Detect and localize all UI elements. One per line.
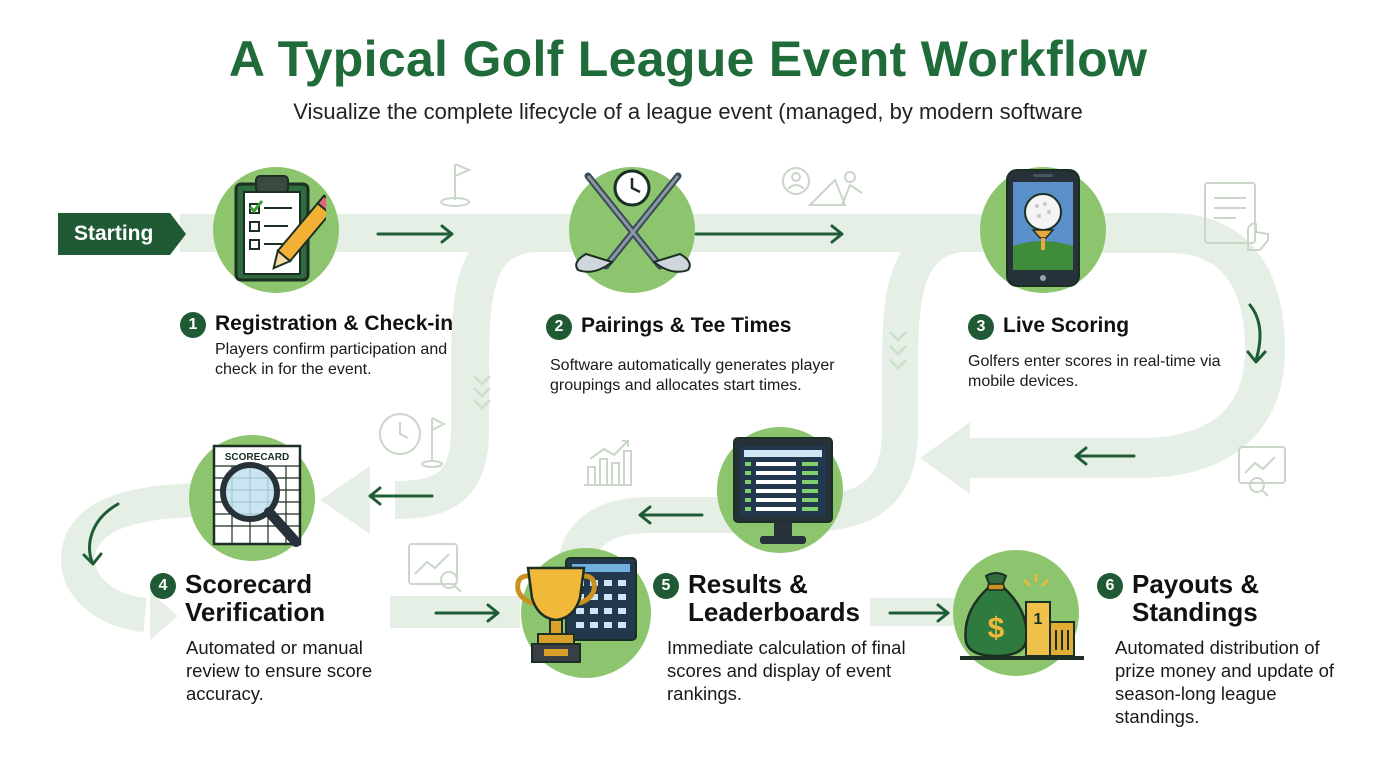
leaderboard-monitor-icon (733, 437, 833, 544)
step-5-header: 5 Results & Leaderboards (653, 570, 888, 626)
step-6-header: 6 Payouts & Standings (1097, 570, 1282, 626)
step-3-title: Live Scoring (1003, 314, 1130, 337)
step-1-badge: 1 (180, 312, 206, 338)
step-6-title: Payouts & Standings (1132, 569, 1260, 627)
money-bag-podium-icon: $ 1 (960, 572, 1084, 660)
start-label: Starting (74, 222, 154, 245)
scorecard-label: SCORECARD (225, 452, 289, 463)
step-1-title: Registration & Check-in (215, 312, 454, 335)
step-4-header: 4 Scorecard Verification (150, 570, 355, 626)
step-3-header: 3 Live Scoring (968, 313, 1129, 340)
scorecard-magnifier-icon: SCORECARD (212, 444, 302, 547)
bar-chart-watermark-icon (584, 440, 632, 486)
crossed-clubs-clock-icon (575, 169, 691, 273)
monitor-search-watermark-icon (1238, 446, 1286, 497)
step-3-description: Golfers enter scores in real-time via mo… (968, 353, 1221, 390)
smartphone-golf-ball-icon (1006, 169, 1080, 287)
svg-text:1: 1 (1034, 611, 1043, 628)
step-2-title: Pairings & Tee Times (581, 314, 792, 337)
step-4-description: Automated or manual review to ensure sco… (186, 637, 373, 704)
direction-arrows (82, 224, 1267, 623)
step-2-description: Software automatically generates player … (550, 357, 835, 394)
step-5-title: Results & Leaderboards (688, 569, 860, 627)
document-tap-watermark-icon (1204, 182, 1269, 251)
step-4-badge: 4 (150, 573, 176, 599)
step-5-badge: 5 (653, 573, 679, 599)
start-pill-shape (58, 213, 186, 255)
chevron-marks (472, 330, 908, 411)
step-2-badge: 2 (546, 314, 572, 340)
step-2-header: 2 Pairings & Tee Times (546, 313, 791, 340)
players-watermark-icon (782, 167, 863, 206)
step-1-header: 1 Registration & Check-in (180, 311, 453, 338)
step-5-description: Immediate calculation of final scores an… (667, 637, 906, 704)
analytics-watermark-icon (408, 543, 462, 593)
path-arrowheads (150, 422, 970, 640)
step-4-title: Scorecard Verification (185, 569, 326, 627)
trophy-leaderboard-icon (515, 557, 637, 663)
step-1-description: Players confirm participation and check … (215, 341, 448, 378)
start-pill: Starting (58, 213, 184, 255)
flag-watermark-icon (440, 163, 472, 207)
step-3-badge: 3 (968, 314, 994, 340)
svg-text:$: $ (988, 612, 1005, 645)
page-subtitle: Visualize the complete lifecycle of a le… (293, 99, 1083, 124)
step-6-description: Automated distribution of prize money an… (1115, 637, 1335, 727)
clock-flag-watermark-icon (379, 413, 447, 468)
clipboard-pencil-icon (234, 175, 326, 282)
page-title: A Typical Golf League Event Workflow (228, 31, 1148, 87)
step-6-badge: 6 (1097, 573, 1123, 599)
